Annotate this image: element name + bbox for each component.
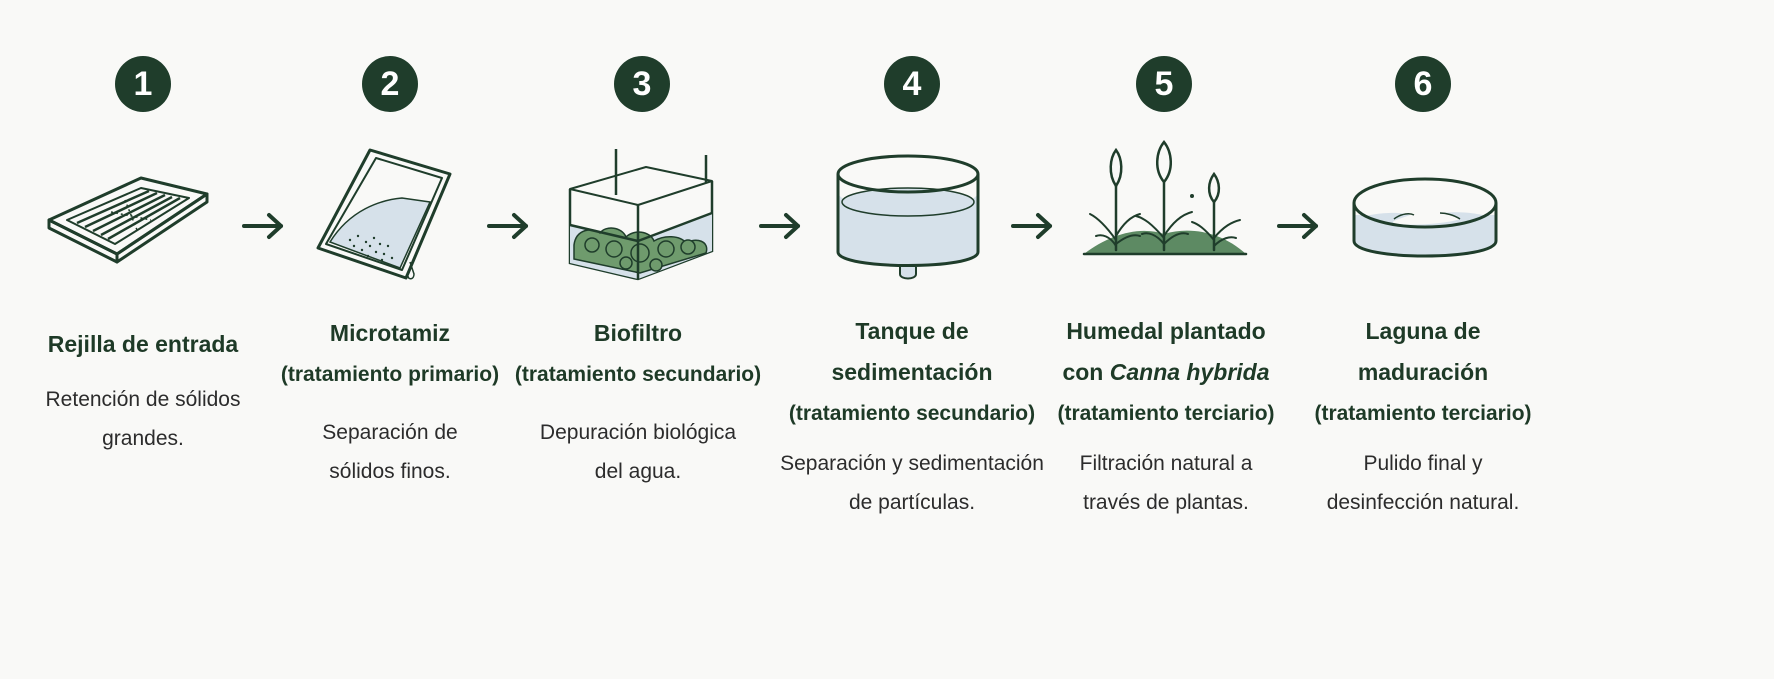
step-title: Rejilla de entrada xyxy=(0,324,293,365)
step-desc-line: de partículas. xyxy=(848,491,976,514)
step-1: 1 Rejilla de entrada Reten xyxy=(0,0,293,679)
step-description: Depuración biológica del agua. xyxy=(488,413,788,491)
step-description: Separación y sedimentación de partículas… xyxy=(762,444,1062,522)
step-description: Filtración natural a través de plantas. xyxy=(1016,444,1316,522)
step-6: 6 Laguna de maduración (tratamiento terc… xyxy=(1273,0,1573,679)
step-desc-line: del agua. xyxy=(594,460,682,483)
step-desc-line: sólidos finos. xyxy=(329,460,451,483)
step-title-line: Biofiltro xyxy=(593,320,683,346)
step-description: Separación de sólidos finos. xyxy=(240,413,540,491)
step-description: Pulido final y desinfección natural. xyxy=(1273,444,1573,522)
sedimentation-tank-icon xyxy=(834,152,982,282)
step-5: 5 Hu xyxy=(1016,0,1316,679)
step-desc-line: Pulido final y xyxy=(1363,452,1483,475)
step-desc-line: Separación y sedimentación xyxy=(780,452,1044,475)
step-description: Retención de sólidos grandes. xyxy=(0,380,293,458)
step-number-badge: 5 xyxy=(1136,56,1192,112)
step-subtitle: (tratamiento primario) xyxy=(280,363,500,386)
step-subtitle: (tratamiento secundario) xyxy=(788,402,1036,425)
step-desc-line: Separación de xyxy=(322,421,458,444)
step-title: Tanque de sedimentación (tratamiento sec… xyxy=(762,311,1062,434)
step-title: Microtamiz (tratamiento primario) xyxy=(240,313,540,395)
step-desc-line: Depuración biológica xyxy=(539,421,737,444)
step-title-line: Laguna de xyxy=(1365,318,1481,344)
grate-icon xyxy=(41,150,241,270)
step-title-line: Humedal plantado xyxy=(1066,318,1266,344)
wetland-plants-icon xyxy=(1080,139,1250,260)
step-number-badge: 2 xyxy=(362,56,418,112)
step-3: 3 Biofiltro (tratamiento secundario) Dep xyxy=(488,0,788,679)
step-4: 4 Tanque de sedimentación (tratamiento s… xyxy=(762,0,1062,679)
microsieve-icon xyxy=(310,148,460,285)
step-number-badge: 4 xyxy=(884,56,940,112)
arrow-right-icon xyxy=(1010,212,1056,240)
step-title-line-2: con Canna hybrida xyxy=(1016,352,1316,393)
step-desc-line: grandes. xyxy=(102,427,184,450)
species-name: Canna hybrida xyxy=(1109,359,1270,385)
arrow-right-icon xyxy=(758,212,804,240)
step-subtitle: (tratamiento terciario) xyxy=(1057,402,1275,425)
step-title-line: Tanque de xyxy=(855,318,969,344)
step-desc-line: través de plantas. xyxy=(1083,491,1249,514)
step-number-badge: 3 xyxy=(614,56,670,112)
step-number-badge: 1 xyxy=(115,56,171,112)
arrow-right-icon xyxy=(241,212,287,240)
step-desc-line: Filtración natural a xyxy=(1079,452,1253,475)
step-subtitle: (tratamiento secundario) xyxy=(514,363,762,386)
step-title: Biofiltro (tratamiento secundario) xyxy=(488,313,788,395)
step-title: Laguna de maduración (tratamiento tercia… xyxy=(1273,311,1573,434)
biofilter-icon xyxy=(556,145,726,285)
step-title-line: maduración xyxy=(1357,359,1489,385)
step-subtitle: (tratamiento terciario) xyxy=(1314,402,1532,425)
maturation-pond-icon xyxy=(1350,175,1500,267)
step-number-badge: 6 xyxy=(1395,56,1451,112)
step-title-line: sedimentación xyxy=(831,359,993,385)
step-title: Humedal plantado con Canna hybrida (trat… xyxy=(1016,311,1316,434)
arrow-right-icon xyxy=(486,212,532,240)
step-title-line: Microtamiz xyxy=(329,320,451,346)
arrow-right-icon xyxy=(1276,212,1322,240)
step-desc-line: desinfección natural. xyxy=(1326,491,1520,514)
step-title-line: Rejilla de entrada xyxy=(47,331,239,357)
step-2: 2 Microtamiz (tratamiento primario) Sepa… xyxy=(240,0,540,679)
step-title-prefix: con xyxy=(1062,359,1110,385)
step-desc-line: Retención de sólidos xyxy=(45,388,241,411)
